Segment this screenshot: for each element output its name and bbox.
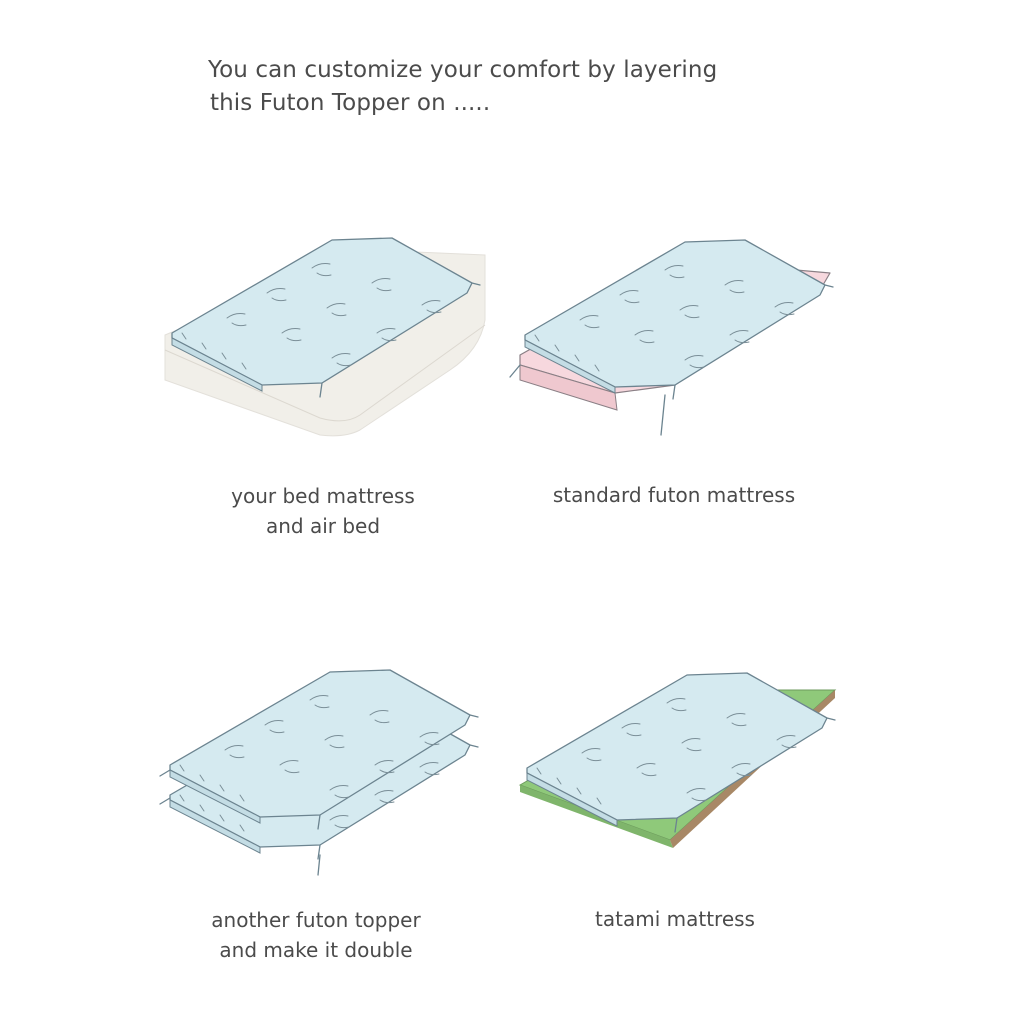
illustration-tatami-mattress <box>518 672 837 848</box>
illustration-futon-mattress <box>509 239 834 436</box>
caption-double-topper-line-1: another futon topper <box>211 908 421 932</box>
caption-bed-mattress-line-2: and air bed <box>265 514 381 538</box>
caption-bed-mattress: your bed mattress and air bed <box>213 481 433 541</box>
heading-line-2: this Futon Topper on ..... <box>210 90 491 116</box>
caption-bed-mattress-line-1: your bed mattress <box>231 484 415 508</box>
caption-tatami-mattress-line-1: tatami mattress <box>595 907 755 931</box>
illustration-bed-mattress <box>164 237 486 437</box>
caption-futon-mattress-line-1: standard futon mattress <box>552 483 796 507</box>
caption-double-topper-line-2: and make it double <box>219 938 413 962</box>
heading-line-1: You can customize your comfort by layeri… <box>208 57 718 83</box>
caption-tatami-mattress: tatami mattress <box>580 904 770 934</box>
caption-futon-mattress: standard futon mattress <box>544 480 804 510</box>
caption-double-topper: another futon topper and make it double <box>196 905 436 965</box>
illustration-double-topper <box>159 669 479 876</box>
page-heading: You can customize your comfort by layeri… <box>208 54 717 120</box>
